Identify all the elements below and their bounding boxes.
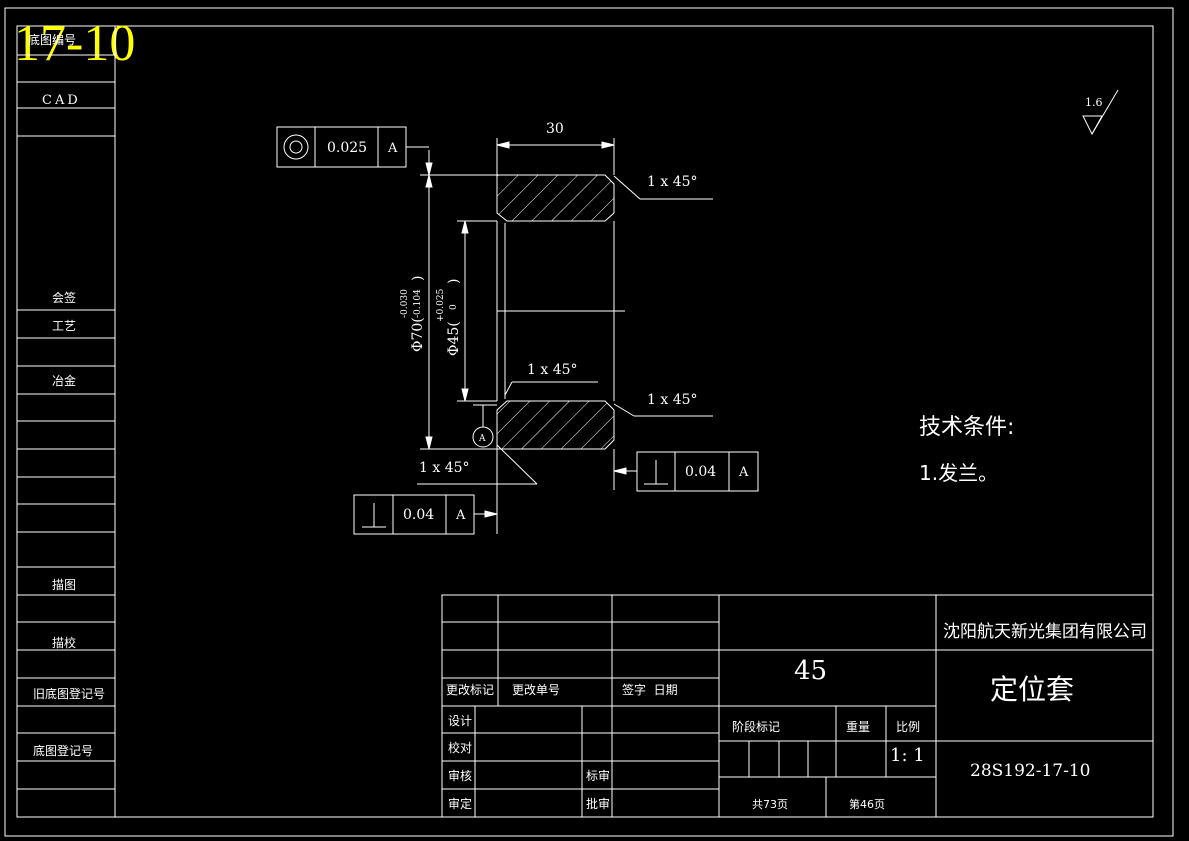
side-label-tracing: 描图 (52, 578, 76, 592)
side-label-process: 工艺 (52, 319, 76, 333)
inner-tol-upper: +0.025 (436, 288, 446, 322)
tb-ratify: 批审 (586, 796, 610, 811)
datum-label: A (478, 434, 486, 444)
outer-tol-upper: -0.030 (400, 289, 410, 318)
tb-material: 45 (794, 656, 827, 686)
side-label-metallurgy: 冶金 (52, 373, 76, 388)
perpendicularity-icon (362, 503, 386, 528)
outer-diameter-value: Φ70( (410, 317, 426, 352)
svg-text:): ) (446, 279, 462, 284)
chamfer-right-top: 1 x 45° (647, 174, 698, 190)
perpendicularity-right-datum: A (738, 465, 749, 480)
tb-drawing-number: 28S192-17-10 (970, 761, 1090, 781)
upper-wall-section (496, 174, 615, 222)
outer-diameter-dimension (420, 150, 497, 450)
side-label-register: 底图登记号 (33, 743, 93, 758)
side-label-trace-check: 描校 (52, 635, 76, 650)
surface-finish-value: 1.6 (1085, 96, 1103, 109)
chamfer-leaders (417, 175, 713, 485)
tb-change-doc: 更改单号 (512, 683, 560, 697)
tb-sign-date: 签字 日期 (622, 682, 678, 697)
tb-check: 校对 (448, 740, 472, 755)
perpendicularity-left-value: 0.04 (403, 507, 434, 523)
side-label-countersign: 会签 (52, 290, 76, 305)
tb-change-mark: 更改标记 (446, 683, 494, 697)
tb-approve: 审定 (448, 796, 472, 811)
surface-finish-symbol (1082, 89, 1119, 136)
chamfer-inner: 1 x 45° (527, 362, 578, 378)
tb-page-no: 第46页 (849, 797, 885, 811)
side-column (17, 26, 116, 817)
inner-tol-lower: 0 (449, 304, 459, 310)
perpendicularity-right-value: 0.04 (685, 464, 716, 480)
tolerance-frame-perpendicularity-right (613, 449, 759, 492)
datum-symbol (472, 404, 497, 448)
concentricity-datum: A (387, 141, 398, 156)
tb-weight: 重量 (846, 720, 870, 734)
inner-diameter-dimension (457, 220, 497, 402)
side-label-old-register: 旧底图登记号 (33, 686, 105, 701)
tech-req-heading: 技术条件: (919, 415, 1014, 440)
chamfer-right-bottom: 1 x 45° (647, 392, 698, 408)
perpendicularity-icon (644, 460, 668, 485)
side-top-label: 底图编号 (28, 32, 76, 47)
chamfer-left-bottom: 1 x 45° (419, 460, 470, 476)
title-block (441, 594, 1154, 818)
tech-req-item-1: 1.发兰。 (919, 461, 998, 485)
concentricity-icon (283, 134, 309, 160)
tb-stage: 阶段标记 (732, 719, 780, 734)
length-value: 30 (546, 121, 564, 137)
svg-text:): ) (410, 276, 426, 281)
tb-scale-label: 比例 (896, 720, 920, 734)
concentricity-value: 0.025 (327, 140, 367, 156)
perpendicularity-left-datum: A (455, 508, 466, 523)
inner-diameter-value: Φ45( (446, 321, 462, 356)
tb-standard: 标审 (586, 768, 610, 783)
tb-company: 沈阳航天新光集团有限公司 (943, 622, 1147, 642)
tb-design: 设计 (448, 714, 472, 728)
length-dimension (496, 138, 615, 175)
tb-part-name: 定位套 (990, 673, 1074, 706)
part-section (496, 174, 625, 450)
lower-wall-section (496, 400, 615, 450)
tolerance-frame-concentricity (276, 126, 429, 168)
tb-scale-value: 1: 1 (890, 745, 925, 766)
outer-tol-lower: -0.104 (413, 289, 423, 318)
title-block-text: 更改标记 更改单号 签字 日期 设计 校对 审核 审定 标审 批审 45 阶段标… (446, 622, 1147, 811)
side-cad-label: CAD (42, 93, 81, 108)
tb-total-pages: 共73页 (752, 798, 788, 811)
outer-border (4, 7, 1174, 837)
tb-review: 审核 (448, 768, 472, 783)
tolerance-frame-perpendicularity-left (353, 449, 498, 535)
